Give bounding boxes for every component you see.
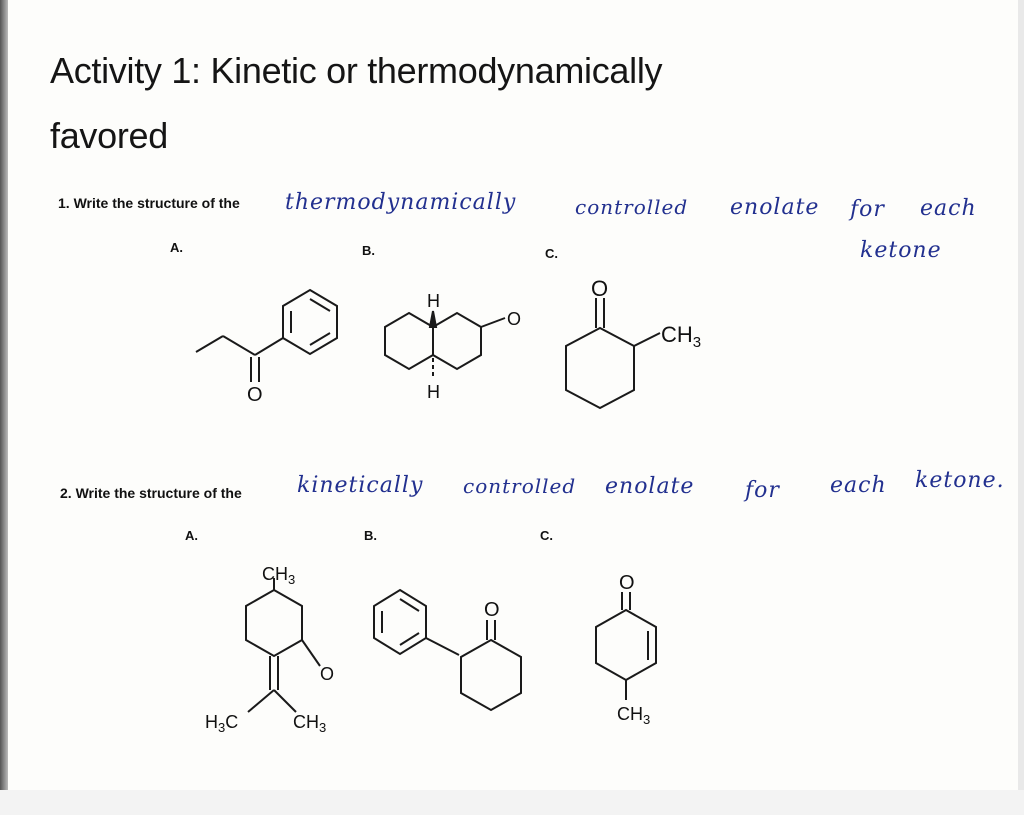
q1b-left-ring: [384, 311, 434, 371]
q1-structure-b: H H O: [384, 291, 521, 402]
q2c-oxygen: O: [619, 572, 635, 594]
question-2-prompt: 2. Write the structure of the: [60, 485, 242, 501]
page-shadow: [0, 0, 8, 815]
q2b-oxygen: O: [484, 599, 500, 621]
q2-handwriting-word-4: for: [745, 478, 780, 503]
q1b-oxygen: O: [507, 309, 521, 329]
q2b-benzene-ring: [373, 588, 427, 656]
q1a-oxygen: O: [247, 384, 263, 406]
q1-label-c: C.: [545, 246, 558, 261]
q2-label-a: A.: [185, 528, 198, 543]
q1c-oxygen: O: [591, 276, 608, 301]
q1b-hydrogen-bottom: H: [427, 382, 440, 402]
q2-handwriting-word-6: ketone.: [915, 468, 1005, 493]
q2-structure-a: CH3 O H3C CH3: [205, 564, 334, 735]
q2-label-c: C.: [540, 528, 553, 543]
q1b-hydrogen-top: H: [427, 291, 440, 311]
q2-handwriting-word-1: kinetically: [297, 473, 424, 498]
q1-handwriting-word-6: ketone: [860, 238, 942, 263]
q1-handwriting-word-5: each: [920, 196, 977, 221]
q2b-cyclohexane-ring: [460, 638, 522, 712]
q1-handwriting-word-4: for: [850, 197, 885, 222]
q1c-cyclohexane-ring: [565, 326, 635, 410]
question-1-prompt: 1. Write the structure of the: [58, 195, 240, 211]
q2-handwriting-word-5: each: [830, 473, 887, 498]
q1-label-b: B.: [362, 243, 375, 258]
activity-title-line-1: Activity 1: Kinetic or thermodynamically: [50, 50, 663, 91]
q1a-benzene-ring: [282, 288, 338, 356]
q1c-methyl-label: CH3: [661, 322, 701, 351]
q2a-cyclohexane-ring: [245, 588, 303, 658]
q2a-methyl-left: H3C: [205, 712, 238, 735]
page-bottom-edge: [0, 790, 1024, 815]
q2a-methyl-right: CH3: [293, 712, 326, 735]
q1b-right-ring: [432, 311, 482, 371]
activity-title-line-2: favored: [50, 115, 168, 156]
q1-handwriting-word-3: enolate: [730, 195, 820, 220]
q1-structure-a: O: [195, 288, 338, 406]
q2a-methyl-top: CH3: [262, 564, 295, 587]
q2-structure-c: O CH3: [595, 572, 657, 727]
q2-handwriting-word-3: enolate: [605, 474, 695, 499]
q1-structure-c: O CH3: [565, 276, 701, 410]
q1-label-a: A.: [170, 240, 183, 255]
q2-structure-b: O: [373, 588, 522, 712]
q2c-methyl-label: CH3: [617, 704, 650, 727]
q2-handwriting-word-2: controlled: [463, 474, 577, 498]
q2-label-b: B.: [364, 528, 377, 543]
q1-handwriting-word-1: thermodynamically: [285, 190, 517, 215]
q1-handwriting-word-2: controlled: [575, 195, 689, 219]
worksheet-page: [8, 0, 1018, 790]
q1a-carbonyl-bond: [254, 337, 284, 356]
q2a-oxygen: O: [320, 664, 334, 684]
